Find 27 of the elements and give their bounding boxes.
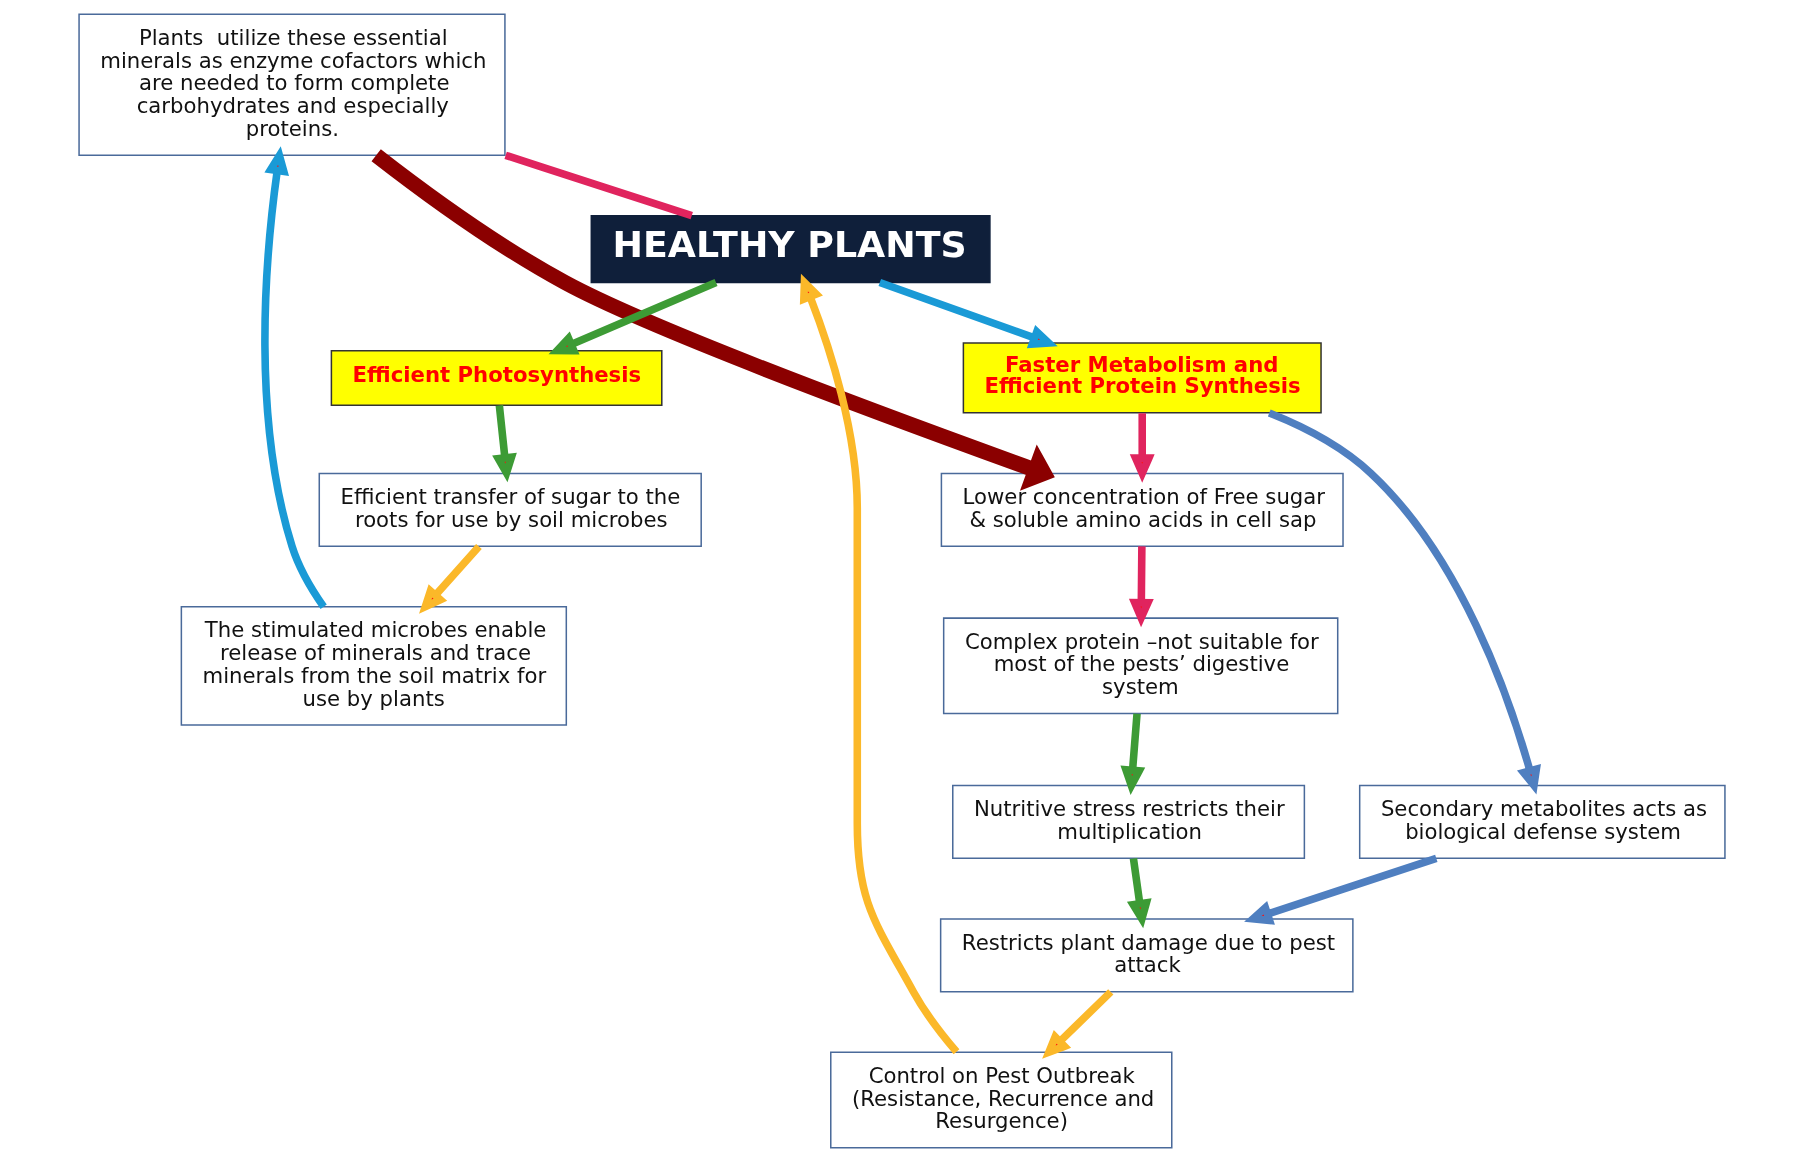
- arrow: [1120, 713, 1146, 795]
- arrow: [878, 278, 1058, 349]
- arrow: [261, 146, 327, 609]
- arrow: [1128, 546, 1154, 628]
- arrow: [1244, 854, 1438, 925]
- node-box: Complex protein –not suitable for most of the pests’ digestive system: [942, 617, 1339, 715]
- arrow: [1129, 413, 1155, 483]
- node-box: The stimulated microbes enable release of minerals and trace minerals from the soil matrix for use by plants: [180, 606, 568, 726]
- arrow: [548, 279, 718, 355]
- arrow: [1042, 989, 1114, 1059]
- arrow: [419, 543, 482, 614]
- node-box: Efficient transfer of sugar to the roots for use by soil microbes: [318, 472, 702, 547]
- node-box: Secondary metabolites acts as biological defense system: [1358, 784, 1726, 860]
- node-box: Lower concentration of Free sugar & soluble amino acids in cell sap: [940, 472, 1344, 547]
- arrow: [371, 149, 1055, 491]
- arrow: [1126, 857, 1152, 929]
- node-box: HEALTHY PLANTS: [590, 215, 991, 284]
- arrow: [799, 273, 960, 1055]
- node-box: Plants utilize these essential minerals as enzyme cofactors which are needed to form complete carbohydrates and especially proteins.: [78, 13, 506, 156]
- node-box: Restricts plant damage due to pest attack: [939, 918, 1354, 993]
- node-box: Efficient Photosynthesis: [330, 349, 663, 406]
- arrow: [492, 405, 517, 483]
- arrow: [1267, 409, 1541, 795]
- node-box: Faster Metabolism and Efficient Protein Synthesis: [962, 342, 1322, 414]
- node-box: Control on Pest Outbreak (Resistance, Recurrence and Resurgence): [830, 1051, 1173, 1149]
- node-box: Nutritive stress restricts their multiplication: [952, 784, 1306, 860]
- connector: [504, 151, 693, 220]
